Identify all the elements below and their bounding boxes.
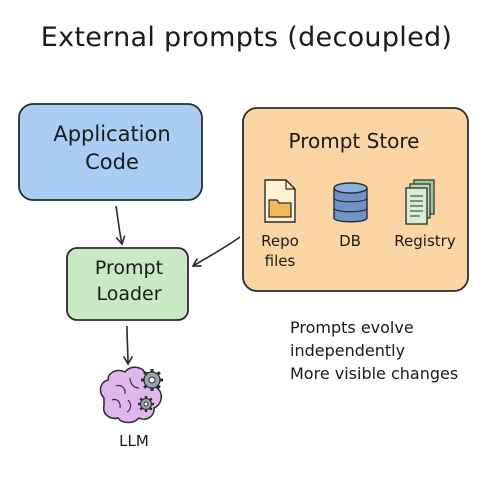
repo-files-label: Repo files bbox=[252, 232, 308, 271]
repo-files-line2: files bbox=[264, 251, 296, 270]
database-icon bbox=[333, 182, 368, 223]
arrow-store-to-loader bbox=[191, 236, 241, 267]
prompt-loader-box bbox=[66, 247, 189, 321]
db-label: DB bbox=[339, 232, 361, 250]
llm-label: LLM bbox=[119, 432, 149, 450]
note-line2: independently bbox=[290, 341, 406, 361]
application-code-line1: Application bbox=[53, 122, 171, 146]
prompt-loader-line1: Prompt bbox=[94, 257, 164, 279]
prompt-store-title: Prompt Store bbox=[288, 129, 420, 153]
arrow-app-to-loader bbox=[115, 205, 126, 246]
registry-label: Registry bbox=[394, 232, 456, 250]
note-line1: Prompts evolve bbox=[290, 318, 414, 337]
application-code-line2: Code bbox=[85, 150, 139, 175]
note-text: Prompts evolve independently More visibl… bbox=[290, 316, 490, 386]
application-code-label: Application Code bbox=[28, 120, 196, 177]
application-code-box bbox=[18, 103, 203, 201]
folder-file-icon bbox=[264, 179, 296, 223]
note-line3: More visible changes bbox=[290, 364, 459, 384]
arrow-loader-to-llm bbox=[123, 325, 133, 366]
repo-files-line1: Repo bbox=[261, 232, 299, 250]
prompt-loader-label: Prompt Loader bbox=[70, 256, 188, 307]
brain-gears-icon bbox=[99, 366, 163, 424]
prompt-loader-line2: Loader bbox=[96, 282, 162, 305]
diagram-title: External prompts (decoupled) bbox=[40, 22, 453, 53]
documents-stack-icon bbox=[405, 179, 435, 225]
